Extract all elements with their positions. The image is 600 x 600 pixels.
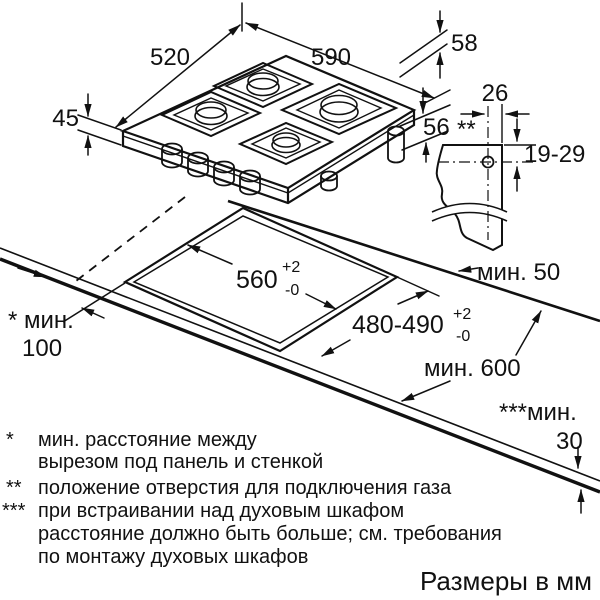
burner-front-small bbox=[237, 121, 335, 166]
gas-hole bbox=[481, 155, 495, 169]
knob bbox=[213, 160, 235, 187]
dim-560-tol-plus: +2 bbox=[282, 259, 300, 276]
dim-26-label: 26 bbox=[482, 80, 509, 107]
footnotes: * мин. расстояние между вырезом под пане… bbox=[2, 429, 592, 596]
dim-min-100-value: 100 bbox=[22, 335, 62, 362]
dim-590-label: 590 bbox=[311, 44, 351, 71]
cutout-inner-rim bbox=[132, 215, 390, 344]
dim-58: 58 bbox=[399, 10, 478, 79]
footnote-text: вырезом под панель и стенкой bbox=[38, 451, 323, 473]
dim-45: 45 bbox=[52, 93, 122, 156]
dim-480-490: 480-490 +2 -0 bbox=[321, 276, 471, 357]
control-knobs bbox=[161, 142, 261, 196]
hob-glass-top bbox=[120, 54, 417, 190]
dim-26: 26 bbox=[460, 80, 530, 118]
dim-56: 56 ** bbox=[397, 87, 476, 163]
dim-480-490-tol-minus: -0 bbox=[456, 328, 470, 345]
gas-pipe bbox=[387, 125, 405, 164]
footnote-marker: * bbox=[6, 429, 14, 451]
worktop-rear-edge bbox=[227, 199, 600, 323]
knob bbox=[161, 142, 183, 169]
dim-56-label: 56 bbox=[423, 114, 450, 141]
dim-min-100: * мин. 100 bbox=[8, 267, 105, 362]
dim-480-490-tol-plus: +2 bbox=[453, 306, 471, 323]
knob bbox=[187, 151, 209, 178]
dim-19-29-label: 19-29 bbox=[524, 141, 585, 168]
footnote-text: расстояние должно быть больше; см. требо… bbox=[38, 523, 502, 545]
dim-45-label: 45 bbox=[52, 105, 79, 132]
footnote-marker: *** bbox=[2, 500, 26, 522]
footnote-text: положение отверстия для подключения газа bbox=[38, 477, 452, 499]
cutout-left-extension-line bbox=[62, 282, 126, 323]
units-note: Размеры в мм bbox=[420, 566, 592, 596]
hob bbox=[120, 54, 417, 205]
projection-dashed-line bbox=[75, 196, 186, 282]
dim-520: 520 bbox=[115, 2, 243, 128]
gas-connection-profile bbox=[431, 104, 536, 252]
dim-58-label: 58 bbox=[451, 30, 478, 57]
dim-480-490-label: 480-490 bbox=[352, 311, 444, 339]
footnote-text: мин. расстояние между bbox=[38, 429, 257, 451]
dim-560-tol-minus: -0 bbox=[285, 282, 299, 299]
dim-560: 560 +2 -0 bbox=[187, 244, 337, 310]
break-line bbox=[431, 211, 508, 222]
dim-19-29: 19-29 bbox=[513, 118, 585, 192]
dim-590: 590 bbox=[245, 22, 451, 106]
dim-min-100-label: * мин. bbox=[8, 307, 74, 334]
dim-min-600: мин. 600 bbox=[401, 310, 542, 402]
dim-min-30: ***мин. 30 bbox=[499, 399, 585, 514]
profile-outline bbox=[435, 144, 503, 252]
hob-foot bbox=[320, 170, 338, 192]
dim-min-30-label: ***мин. bbox=[499, 399, 577, 426]
dim-520-label: 520 bbox=[150, 44, 190, 71]
knob bbox=[239, 169, 261, 196]
burner-right-large bbox=[279, 82, 399, 136]
footnote-text: при встраивании над духовым шкафом bbox=[38, 500, 404, 522]
dim-56-note: ** bbox=[457, 116, 476, 143]
footnote-marker: ** bbox=[6, 477, 22, 499]
worktop-front-edge-top bbox=[0, 247, 600, 482]
dim-min-600-label: мин. 600 bbox=[424, 355, 521, 382]
dimensions: 520 590 58 45 56 bbox=[8, 2, 585, 514]
dim-min-50: мин. 50 bbox=[458, 259, 560, 286]
break-line bbox=[431, 202, 508, 213]
dim-min-30-value: 30 bbox=[556, 428, 583, 455]
dim-560-label: 560 bbox=[236, 266, 278, 294]
dim-min-50-label: мин. 50 bbox=[477, 259, 560, 286]
footnote-text: по монтажу духовых шкафов bbox=[38, 546, 308, 568]
burner-cap bbox=[272, 132, 300, 148]
